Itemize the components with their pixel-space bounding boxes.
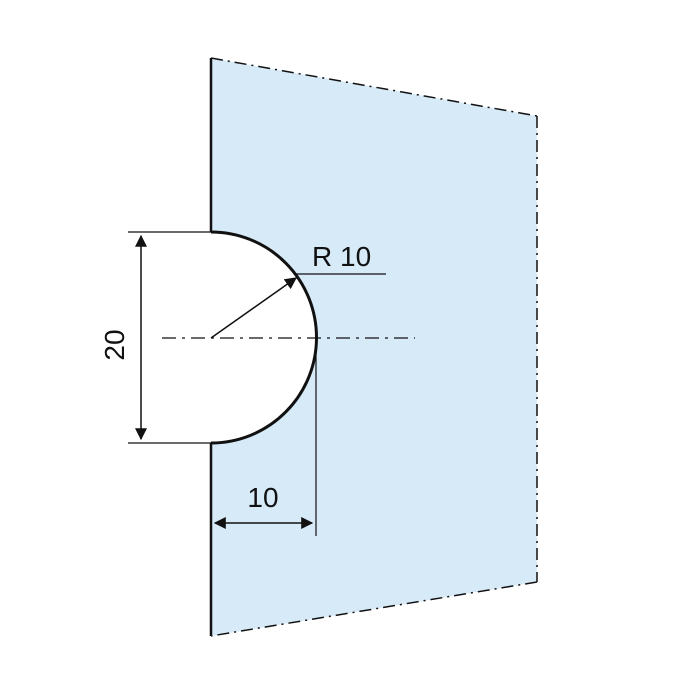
radius-dimension-label: R 10 (312, 241, 371, 272)
height-dimension-label: 20 (99, 329, 130, 360)
radius-leader-line (210, 277, 297, 339)
depth-dimension-label: 10 (247, 482, 278, 513)
panel-bottom-break-line (210, 581, 538, 637)
glass-panel (211, 58, 537, 636)
panel-top-break-line (210, 57, 538, 117)
